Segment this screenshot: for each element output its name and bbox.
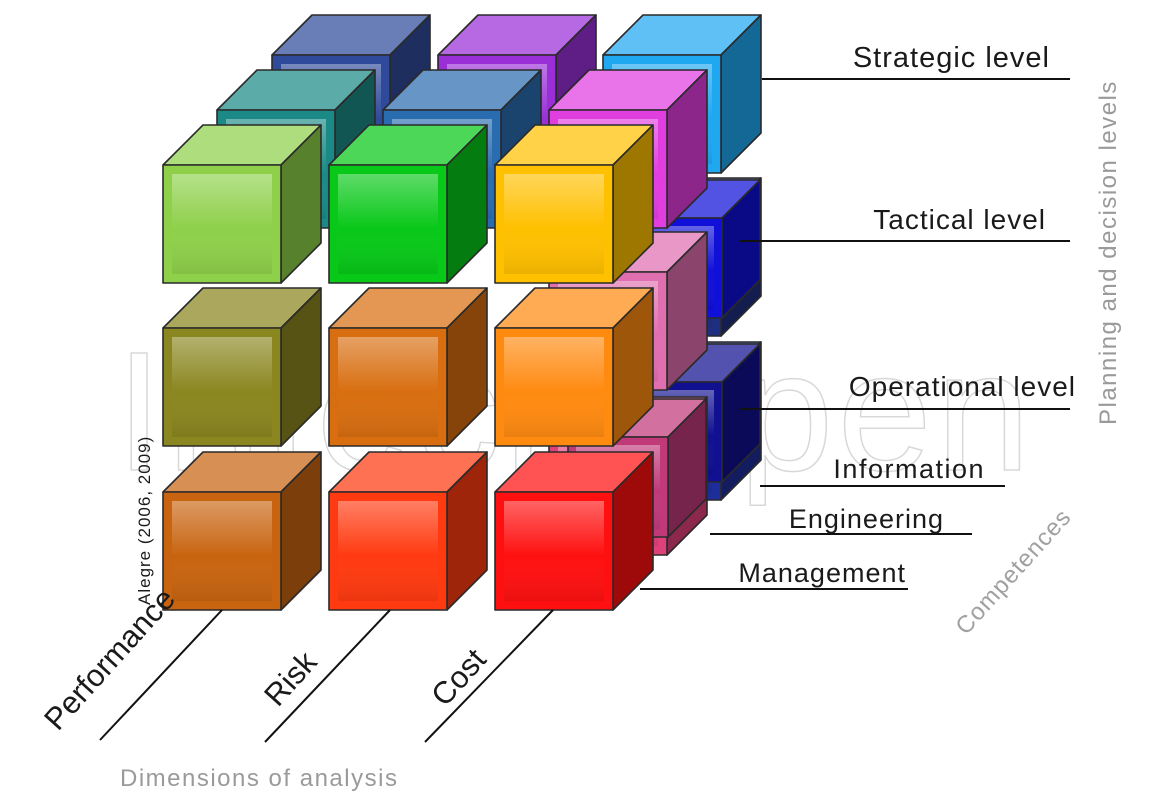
- axis-title-planning-decision-levels: Planning and decision levels: [1095, 80, 1122, 425]
- cube-layer-front: [162, 124, 654, 611]
- cube-gloss: [338, 501, 438, 601]
- leader-line-cost: [424, 609, 554, 743]
- label-cost: Cost: [424, 642, 493, 713]
- cube-front-tactical-cost: [494, 287, 654, 447]
- cube-gloss: [504, 174, 604, 274]
- label-information: Information: [833, 454, 985, 484]
- cube-gloss: [504, 337, 604, 437]
- leader-line-performance: [99, 609, 223, 741]
- cube-front-strategic-cost: [494, 124, 654, 284]
- axis-title-competences: Competences: [950, 504, 1077, 640]
- label-operational-level: Operational level: [849, 371, 1076, 402]
- cube-gloss: [172, 501, 272, 601]
- cube-front-operational-risk: [328, 451, 488, 611]
- axis-title-dimensions-of-analysis: Dimensions of analysis: [120, 765, 398, 792]
- cube-front-tactical-risk: [328, 287, 488, 447]
- cube-front-strategic-performance: [162, 124, 322, 284]
- cube-gloss: [338, 174, 438, 274]
- cube-front-tactical-performance: [162, 287, 322, 447]
- label-management: Management: [738, 558, 906, 588]
- cube-gloss: [504, 501, 604, 601]
- cube-gloss: [172, 174, 272, 274]
- leader-line-risk: [264, 609, 391, 743]
- cube-front-operational-cost: [494, 451, 654, 611]
- cube-front-strategic-risk: [328, 124, 488, 284]
- label-risk: Risk: [257, 644, 324, 713]
- label-engineering: Engineering: [789, 504, 944, 534]
- cube-gloss: [338, 337, 438, 437]
- label-strategic-level: Strategic level: [853, 42, 1050, 74]
- citation-alegre: Alegre (2006, 2009): [135, 436, 154, 605]
- label-tactical-level: Tactical level: [873, 204, 1046, 235]
- label-performance: Performance: [37, 581, 182, 736]
- cube-front-operational-performance: [162, 451, 322, 611]
- cube-gloss: [172, 337, 272, 437]
